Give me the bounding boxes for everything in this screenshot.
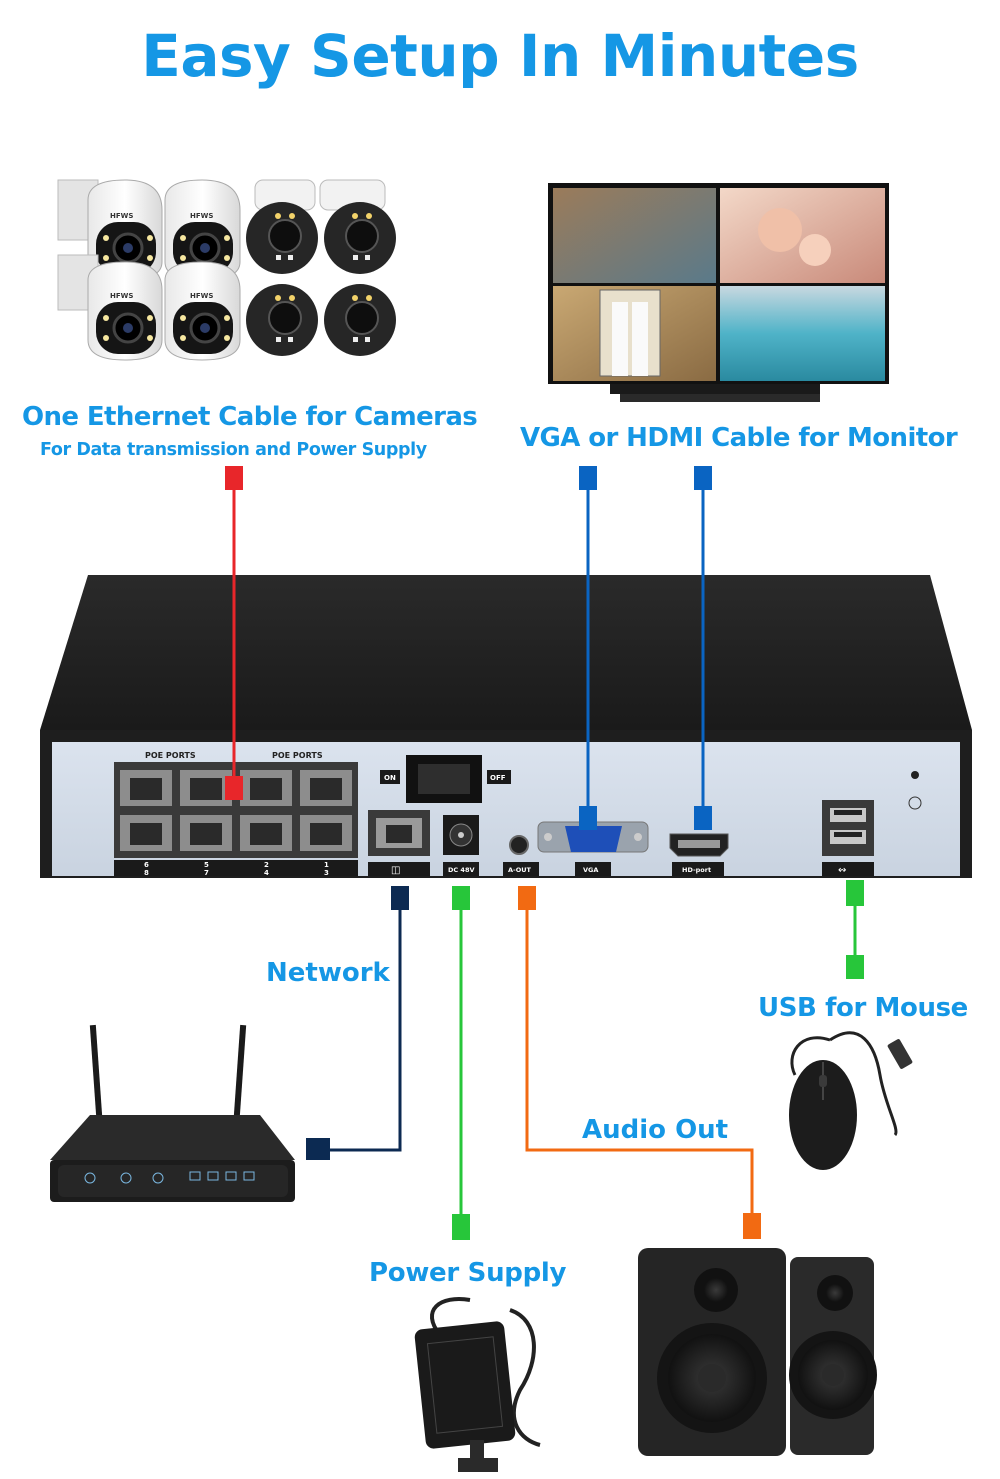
port-number: 4	[264, 869, 269, 877]
network-icon: ◫	[391, 865, 400, 876]
audio-out-port[interactable]	[509, 835, 529, 855]
ground-icon	[908, 796, 922, 810]
camera-brand-text: HFWS	[110, 292, 133, 300]
bullet-camera-icon	[324, 284, 396, 356]
speaker-icon	[638, 1248, 786, 1456]
aout-label: A-OUT	[508, 866, 532, 874]
port-number: 2	[264, 861, 269, 869]
page-title: Easy Setup In Minutes	[141, 22, 859, 90]
router-icon	[50, 1024, 295, 1202]
camera-brand-text: HFWS	[190, 212, 213, 220]
poe-label: POE PORTS	[272, 751, 323, 760]
switch-on-label: ON	[384, 774, 396, 782]
switch-off-label: OFF	[490, 774, 506, 782]
power-label: Power Supply	[369, 1258, 567, 1288]
bullet-camera-icon	[319, 179, 396, 274]
network-connector-line	[306, 886, 409, 1160]
usb-connector-line	[846, 880, 864, 979]
port-number-labels: 6 5 2 1 8 7 4 3	[114, 860, 358, 877]
reset-hole	[911, 771, 919, 779]
ethernet-connector-line	[225, 466, 243, 800]
vga-connector-line	[579, 466, 597, 830]
monitor-label: VGA or HDMI Cable for Monitor	[520, 423, 958, 453]
nvr-device: POE PORTS POE PORTS 6 5 2 1 8 7 4 3 ON	[40, 575, 972, 878]
bullet-camera-icon	[246, 284, 318, 356]
ptz-camera-icon: HFWS	[57, 179, 163, 281]
usb-icon: ↭	[838, 865, 846, 876]
camera-brand-text: HFWS	[110, 212, 133, 220]
port-number: 3	[324, 869, 329, 877]
camera-group: HFWS HFWS HFWS HFWS	[57, 179, 396, 361]
dc-label: DC 48V	[448, 866, 475, 874]
port-number: 1	[324, 861, 329, 869]
port-number: 5	[204, 861, 209, 869]
mouse-icon	[789, 1031, 913, 1170]
port-number: 6	[144, 861, 149, 869]
ptz-camera-icon: HFWS	[164, 261, 241, 361]
poe-label: POE PORTS	[145, 751, 196, 760]
speaker-icon	[789, 1257, 877, 1455]
bullet-camera-icon	[246, 179, 318, 274]
network-label: Network	[266, 958, 390, 988]
power-connector-line	[452, 886, 470, 1240]
cameras-sublabel: For Data transmission and Power Supply	[40, 440, 427, 460]
network-port-label	[368, 862, 430, 876]
audio-connector-line	[518, 886, 761, 1239]
port-number: 8	[144, 869, 149, 877]
vga-label: VGA	[583, 866, 598, 874]
hdmi-connector-line	[694, 466, 712, 830]
monitor-icon	[548, 183, 889, 402]
power-adapter-icon	[414, 1297, 541, 1472]
ptz-camera-icon: HFWS	[164, 179, 241, 281]
usb-label: USB for Mouse	[758, 993, 968, 1023]
camera-brand-text: HFWS	[190, 292, 213, 300]
vga-port[interactable]	[565, 826, 622, 852]
cameras-label: One Ethernet Cable for Cameras	[22, 402, 478, 432]
port-number: 7	[204, 869, 209, 877]
ptz-camera-icon: HFWS	[57, 254, 163, 361]
audio-label: Audio Out	[582, 1115, 729, 1145]
hd-label: HD-port	[682, 866, 711, 874]
